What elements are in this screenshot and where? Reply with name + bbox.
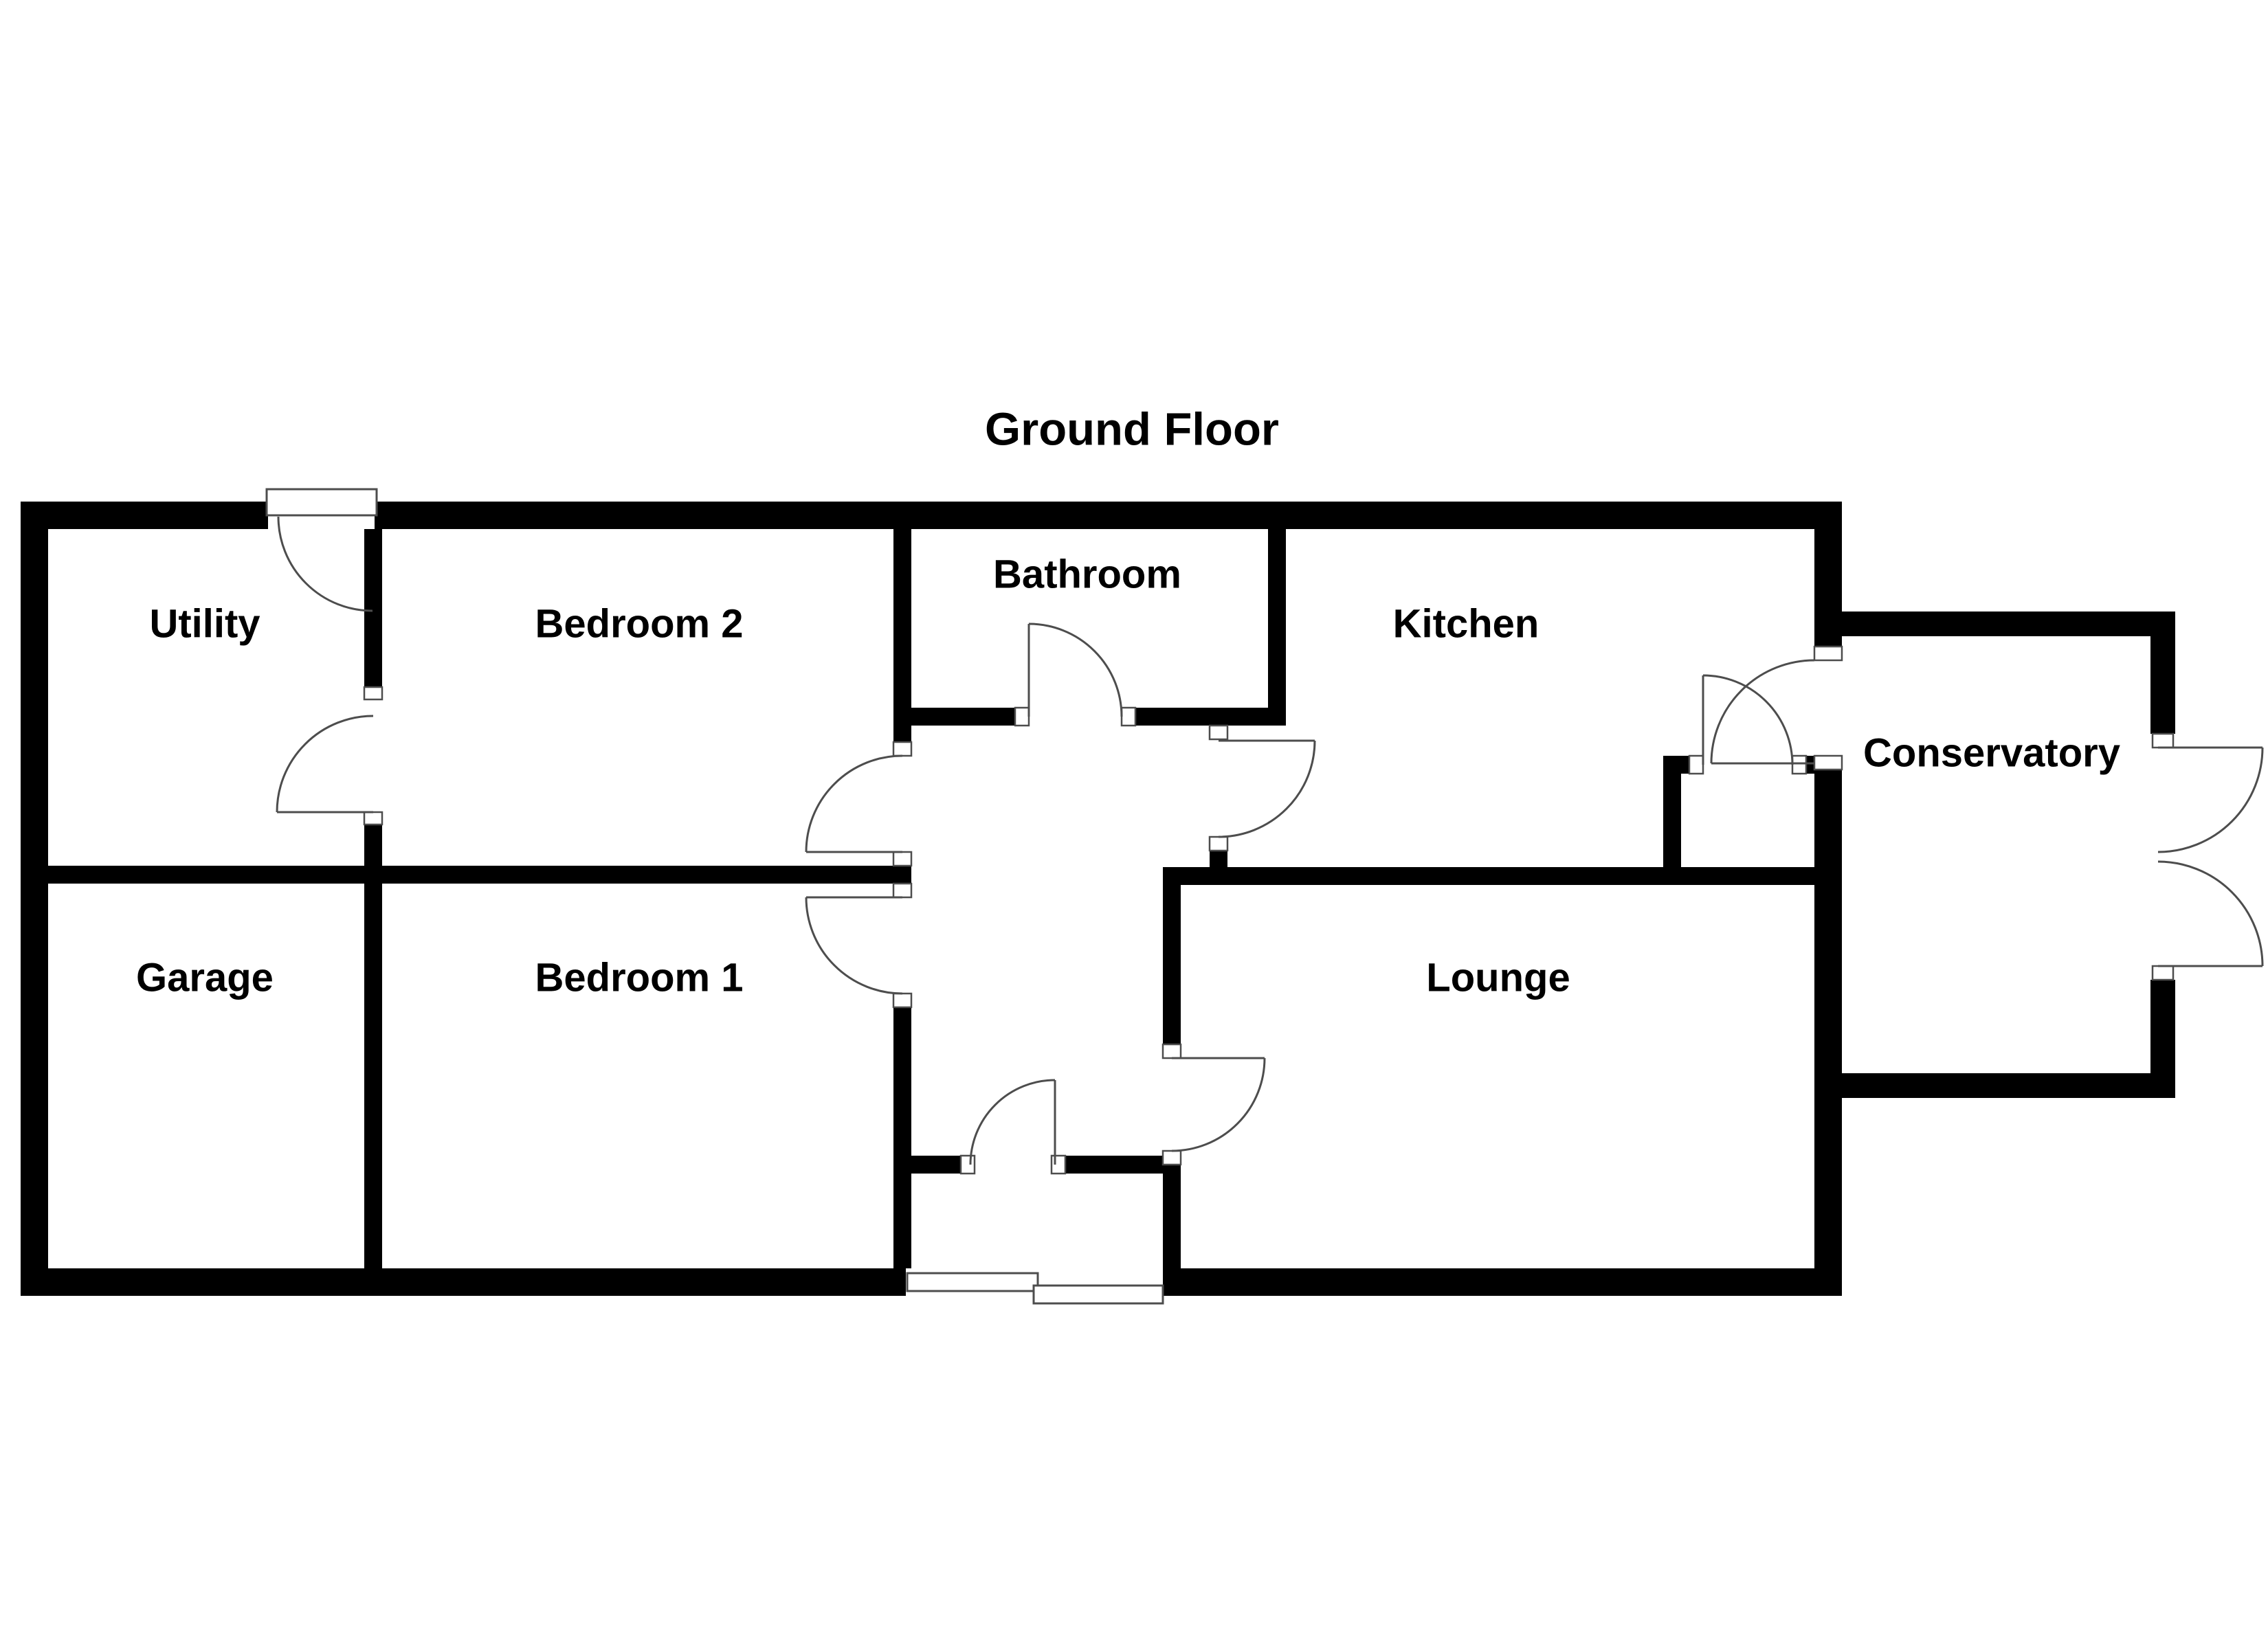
bedroom1-door-swing-arc: [805, 897, 903, 995]
conservatory-walls: [1842, 612, 2175, 1098]
utility-exterior-door-swing-arc: [277, 516, 373, 612]
utility-door-swing-arc: [276, 715, 374, 813]
room-label-bathroom: Bathroom: [993, 552, 1181, 596]
wall-hall-west-upper: [893, 529, 911, 742]
wall-bedroom-divider: [382, 866, 893, 884]
wall-hall-west-mid: [893, 866, 911, 884]
jamb-bed1-door-top: [892, 882, 913, 899]
door-vestibule: [969, 1079, 1056, 1165]
wall-vestibule-north-right: [1065, 1156, 1163, 1174]
jamb-bathroom-door-right: [1120, 706, 1137, 727]
wall-utility-bed2-lower: [364, 824, 382, 866]
bedroom2-door-swing-arc: [805, 754, 903, 853]
wall-vestibule-north-left: [911, 1156, 961, 1174]
front-door-leaf-right: [1032, 1284, 1164, 1305]
jamb-bed2-door-bottom: [892, 851, 913, 867]
door-conservatory: [1710, 659, 1815, 765]
wall-bottom-right: [1163, 1268, 1814, 1296]
jamb-conservatory-door-top: [1813, 645, 1843, 662]
door-lounge: [1171, 1057, 1266, 1152]
door-bedroom2: [805, 754, 903, 853]
conservatory-wall-bottom: [1842, 1073, 2150, 1098]
page-title: Ground Floor: [985, 404, 1279, 456]
door-cupboard: [1702, 674, 1794, 765]
room-label-bedroom2: Bedroom 2: [535, 601, 744, 646]
jamb-bed2-door-top: [892, 741, 913, 757]
room-label-lounge: Lounge: [1426, 955, 1570, 1000]
jamb-kitchen-door-bottom: [1208, 835, 1229, 852]
door-bathroom: [1027, 622, 1123, 717]
jamb-french-door-bottom: [2151, 965, 2175, 981]
jamb-lounge-door-top: [1161, 1043, 1182, 1059]
outer-walls: [21, 502, 1842, 1296]
jamb-lounge-door-bottom: [1161, 1149, 1182, 1166]
vestibule-door-swing-arc: [969, 1079, 1056, 1165]
wall-hall-west-lower: [893, 1007, 911, 1268]
conservatory-wall-top: [1842, 612, 2175, 636]
door-bedroom1: [805, 896, 903, 995]
kitchen-door-swing-arc: [1218, 740, 1316, 838]
wall-bottom-left: [21, 1268, 906, 1296]
wall-bathroom-bottom-left: [911, 708, 1015, 726]
wall-right-lower: [1814, 770, 1842, 1296]
jamb-vestibule-door-left: [959, 1154, 976, 1175]
room-label-garage: Garage: [136, 955, 274, 1000]
wall-top-right: [375, 502, 1814, 529]
wall-lounge-west-upper: [1163, 885, 1181, 1044]
jamb-kitchen-door-top: [1208, 724, 1229, 741]
wall-top-left: [21, 502, 268, 529]
inner-walls: [48, 529, 1816, 1268]
jamb-french-door-top: [2151, 732, 2175, 749]
jamb-utility-door-top: [363, 686, 383, 701]
wall-kitchen-left: [1268, 529, 1286, 726]
room-label-utility: Utility: [149, 601, 260, 646]
conservatory-door-swing-arc: [1710, 659, 1815, 764]
jamb-vestibule-door-right: [1050, 1154, 1067, 1175]
wall-cupboard-stub: [1663, 774, 1681, 867]
jamb-bathroom-door-left: [1014, 706, 1030, 727]
lounge-door-swing-arc: [1171, 1057, 1266, 1152]
wall-utility-garage-divider: [48, 866, 382, 884]
doors: [265, 488, 2264, 1305]
room-label-conservatory: Conservatory: [1863, 730, 2120, 775]
door-utility-exterior: [265, 488, 378, 612]
jamb-conservatory-door-bottom: [1813, 754, 1843, 771]
door-kitchen: [1218, 739, 1316, 838]
conservatory-wall-right-upper: [2150, 612, 2175, 734]
room-label-bedroom1: Bedroom 1: [535, 955, 744, 1000]
front-door: [906, 1272, 1164, 1305]
wall-lounge-west-lower: [1163, 1165, 1181, 1268]
jamb-bed1-door-bottom: [892, 992, 913, 1009]
wall-utility-bed2-upper: [364, 529, 382, 687]
wall-bathroom-bottom-right: [1135, 708, 1286, 726]
french-doors: [2157, 746, 2264, 967]
cupboard-door-swing-arc: [1702, 674, 1794, 765]
jamb-cupboard-door-right: [1791, 754, 1808, 775]
wall-lounge-top: [1163, 867, 1814, 885]
wall-right-upper: [1814, 502, 1842, 647]
utility-exterior-door-leaf: [265, 488, 378, 517]
wall-cupboard-top-right: [1806, 756, 1816, 774]
french-door-bottom-swing-arc: [2157, 860, 2264, 967]
wall-cupboard-top-left: [1663, 756, 1689, 774]
jamb-utility-door-bottom: [363, 811, 383, 826]
wall-left: [21, 529, 48, 1268]
french-door-top-swing-arc: [2157, 747, 2264, 853]
front-door-leaf-left: [906, 1272, 1039, 1292]
door-utility: [276, 715, 374, 814]
room-label-kitchen: Kitchen: [1393, 601, 1539, 646]
conservatory-wall-right-lower: [2150, 980, 2175, 1098]
bathroom-door-swing-arc: [1028, 622, 1123, 717]
door-jambs: [363, 645, 2175, 1175]
wall-kitchen-door-stub: [1210, 851, 1227, 867]
jamb-cupboard-door-left: [1688, 754, 1704, 775]
wall-garage-bed1-divider: [364, 884, 382, 1268]
